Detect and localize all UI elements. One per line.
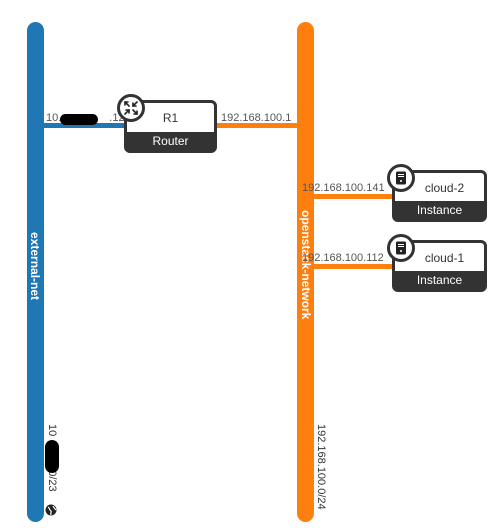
external-net-label: external-net (28, 232, 42, 301)
router-type: Router (127, 132, 214, 150)
redaction-mark-ip (60, 114, 98, 125)
router-badge[interactable] (117, 94, 145, 122)
instance-badge-cloud-2[interactable] (387, 164, 415, 192)
external-net-cidr-suffix: 0/23 (46, 470, 58, 492)
instance-name: cloud-1 (424, 251, 465, 265)
server-icon (396, 171, 406, 185)
router-icon (124, 101, 138, 115)
router-external-ip-prefix: 10. (46, 112, 62, 124)
instance-badge-cloud-1[interactable] (387, 234, 415, 262)
instance-type: Instance (395, 271, 484, 289)
instance-name: cloud-2 (424, 181, 465, 195)
router-card[interactable]: R1 Router (124, 100, 217, 153)
cloud-1-link[interactable] (312, 264, 394, 269)
openstack-network-cidr: 192.168.100.0/24 (315, 424, 327, 510)
router-external-link[interactable] (42, 123, 126, 128)
globe-icon (45, 504, 57, 516)
external-net-bar[interactable] (27, 22, 44, 522)
server-icon (396, 241, 406, 255)
instance-card-cloud-1[interactable]: cloud-1 Instance (392, 240, 487, 292)
cloud-2-ip: 192.168.100.141 (302, 182, 385, 194)
router-internal-ip: 192.168.100.1 (221, 112, 292, 124)
redaction-mark-cidr (45, 440, 59, 473)
router-internal-link[interactable] (214, 123, 300, 128)
external-net-cidr-prefix: 10 (46, 424, 58, 437)
cloud-1-ip: 192.168.100.112 (302, 252, 384, 264)
cloud-2-link[interactable] (312, 194, 394, 199)
openstack-network-label: openstack-network (299, 210, 313, 320)
instance-card-cloud-2[interactable]: cloud-2 Instance (392, 170, 487, 222)
instance-type: Instance (395, 201, 484, 219)
openstack-network-bar[interactable] (297, 22, 314, 522)
router-name: R1 (162, 111, 179, 125)
